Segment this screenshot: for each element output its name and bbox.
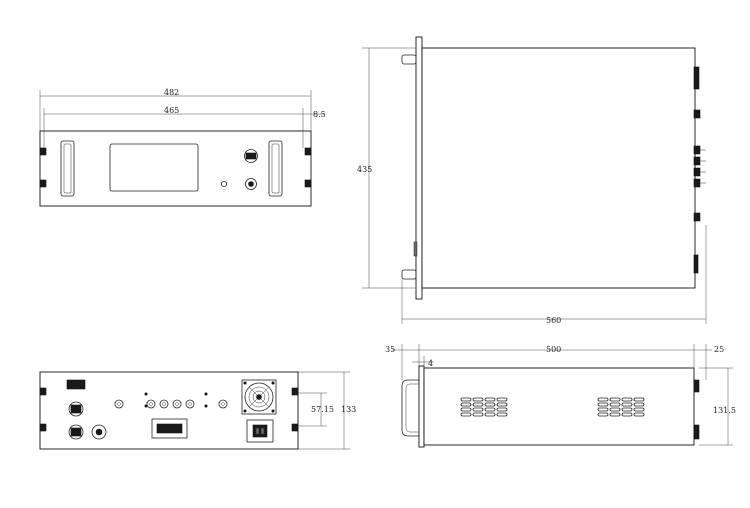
bottom-chassis	[423, 367, 695, 446]
mount-slot	[291, 387, 299, 396]
network-port	[68, 401, 84, 417]
power-button	[245, 178, 257, 190]
dim-front-hole-spacing: 465	[164, 106, 179, 115]
rear-connector	[693, 109, 701, 119]
connector-marker	[204, 404, 208, 408]
dim-bottom-rear: 25	[714, 345, 724, 354]
front-view: 482 465 8.5	[39, 88, 326, 207]
vent-grille-left	[460, 397, 508, 417]
bnc-connector	[185, 399, 195, 409]
rear-nameplate-inner	[156, 423, 183, 434]
bnc-connector	[114, 399, 124, 409]
mount-slot	[291, 423, 299, 432]
connector-marker	[144, 404, 148, 408]
bottom-handle	[401, 379, 419, 437]
side-handle-bottom	[401, 269, 417, 280]
dim-bottom-panel: 4	[428, 359, 433, 368]
mount-slot	[39, 423, 47, 432]
dim-front-total-width: 482	[164, 88, 179, 97]
power-button-center	[248, 181, 254, 187]
front-handle-right	[268, 140, 283, 197]
side-handle-top	[401, 54, 417, 65]
mount-slot	[304, 179, 312, 188]
dim-bottom-height: 131.5	[713, 406, 736, 415]
rear-connector	[693, 178, 701, 188]
dim-bottom-handle: 35	[385, 345, 395, 354]
bottom-rear-connector	[693, 379, 700, 393]
side-view: 435 560	[357, 36, 707, 325]
side-front-panel	[415, 36, 423, 300]
network-port-socket	[70, 427, 82, 437]
connector-marker	[144, 392, 148, 396]
dim-front-ear-offset: 8.5	[313, 110, 326, 119]
bottom-rear-connector	[693, 424, 700, 440]
signal-connector-core	[95, 428, 103, 436]
bnc-connector	[146, 399, 156, 409]
front-handle-right-grip	[271, 143, 280, 194]
mount-slot	[304, 147, 312, 156]
rear-fan-housing	[693, 66, 700, 90]
rear-connector	[693, 145, 701, 155]
side-front-latch	[413, 241, 418, 257]
dim-side-height: 435	[357, 165, 372, 174]
power-inlet	[246, 419, 274, 443]
front-handle-left	[60, 140, 75, 197]
bnc-connector	[159, 399, 169, 409]
dim-bottom-body: 500	[546, 345, 561, 354]
network-port-socket	[70, 404, 82, 414]
dim-rear-unit: 57.15	[311, 405, 334, 414]
connector-marker	[204, 392, 208, 396]
indicator-led	[221, 181, 227, 187]
dim-rear-height: 133	[341, 405, 356, 414]
network-port	[68, 424, 84, 440]
bottom-front-panel	[418, 365, 425, 448]
rear-power-inlet	[693, 254, 699, 274]
fan-guard	[244, 382, 274, 412]
rear-view: 133 57.15	[39, 371, 356, 450]
bnc-connector	[218, 399, 228, 409]
front-panel	[39, 130, 312, 207]
power-inlet-socket	[252, 424, 268, 438]
rear-connector	[693, 212, 701, 222]
usb-port-socket	[245, 152, 257, 160]
mount-slot	[39, 147, 47, 156]
bnc-connector	[172, 399, 182, 409]
side-chassis	[421, 47, 696, 289]
mount-slot	[39, 179, 47, 188]
dim-side-depth: 560	[546, 316, 561, 325]
rear-connector	[693, 156, 701, 166]
vent-grille-right	[597, 397, 645, 417]
bottom-view: 35 500 25 4 131.5	[385, 344, 736, 448]
usb-port	[244, 149, 258, 163]
front-handle-left-grip	[63, 143, 72, 194]
mount-slot	[39, 387, 47, 396]
cooling-fan	[241, 379, 277, 415]
rear-connector	[693, 167, 701, 177]
rear-label-plate	[66, 379, 86, 390]
signal-connector	[91, 424, 107, 440]
display-screen	[109, 143, 199, 192]
rear-nameplate	[151, 418, 188, 439]
fan-hub	[256, 394, 262, 400]
